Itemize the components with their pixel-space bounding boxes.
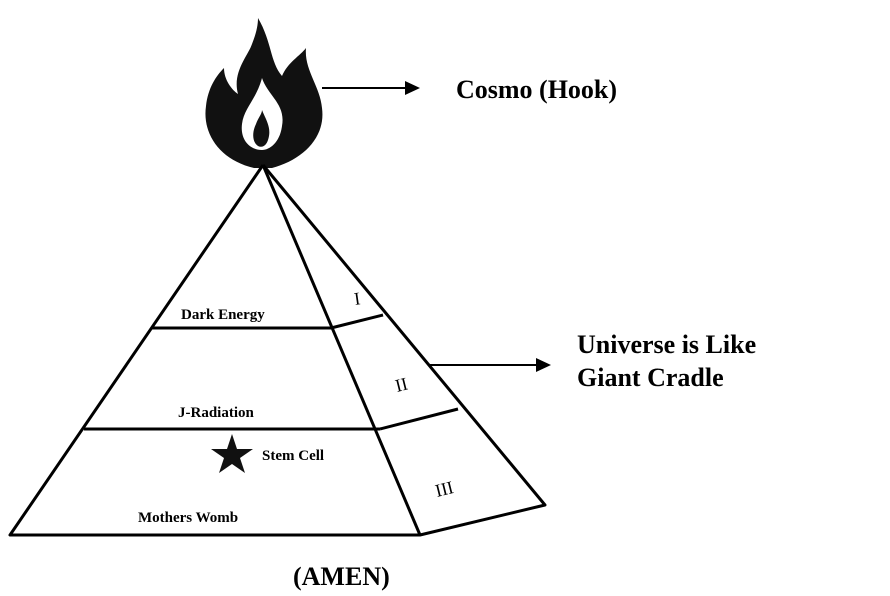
- side-numeral-iii: III: [433, 477, 455, 501]
- tier-label-mothers-womb: Mothers Womb: [138, 510, 238, 526]
- tier-label-j-radiation: J-Radiation: [178, 405, 255, 421]
- universe-label-line2: Giant Cradle: [577, 363, 724, 392]
- universe-label-line1: Universe is Like: [577, 330, 756, 359]
- flame-icon: [205, 18, 323, 168]
- tier-label-stem-cell: Stem Cell: [262, 448, 324, 464]
- cosmo-label: Cosmo (Hook): [456, 75, 617, 104]
- star-icon: [211, 434, 253, 473]
- tier-label-dark-energy: Dark Energy: [181, 307, 265, 323]
- side-numeral-ii: II: [393, 374, 409, 396]
- caption-amen: (AMEN): [293, 562, 390, 591]
- cosmo-arrow: [322, 81, 420, 95]
- side-numeral-i: I: [353, 288, 362, 309]
- pyramid-outline: [8, 164, 547, 537]
- universe-arrow: [430, 358, 551, 372]
